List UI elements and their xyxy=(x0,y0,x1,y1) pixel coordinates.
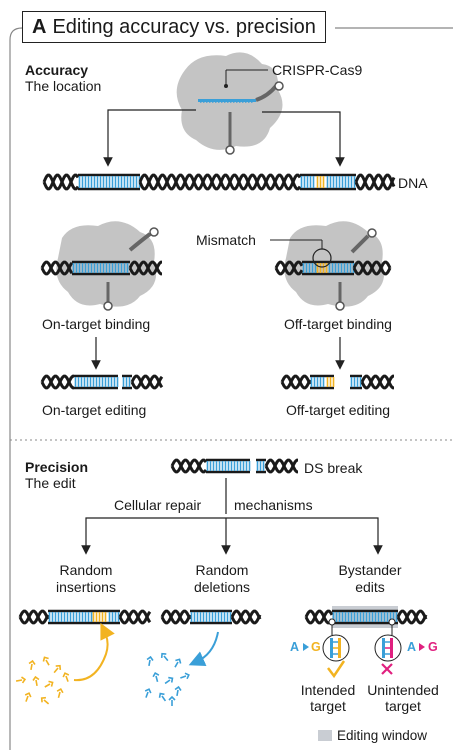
cas9-protein-top xyxy=(176,52,284,155)
repair-tree xyxy=(85,517,379,530)
base-right-from: A xyxy=(407,640,417,654)
outcome-bystander-line1: Bystander xyxy=(338,562,402,578)
accuracy-heading: Accuracy xyxy=(25,62,89,78)
enzyme-label: CRISPR-Cas9 xyxy=(272,62,363,78)
outcome-insertions-line1: Random xyxy=(59,562,113,578)
unintended-target-marker xyxy=(374,618,402,662)
precision-subheading: The edit xyxy=(25,475,76,491)
intended-label-line2: target xyxy=(310,698,346,714)
intended-label-line1: Intended xyxy=(300,682,356,698)
off-target-binding-label: Off-target binding xyxy=(284,316,392,332)
arrow-to-on-target xyxy=(103,109,196,167)
ds-break-label: DS break xyxy=(304,460,363,476)
arrow-icon xyxy=(303,643,309,651)
deleted-nucleotides xyxy=(144,652,190,706)
deletion-arrow xyxy=(188,631,219,667)
legend-label: Editing window xyxy=(337,728,428,743)
arrow-icon xyxy=(419,643,425,651)
arrow-to-off-target xyxy=(262,111,345,167)
base-left-from: A xyxy=(290,640,300,654)
check-icon xyxy=(327,660,346,679)
dna-label: DNA xyxy=(398,175,428,191)
repair-label-left: Cellular repair xyxy=(114,497,202,513)
accuracy-subheading: The location xyxy=(25,78,102,94)
panel-frame xyxy=(9,27,453,750)
insertion-arrow xyxy=(73,622,115,682)
outcome-deletions-line1: Random xyxy=(195,562,249,578)
off-target-complex xyxy=(284,221,385,311)
panel-letter: A xyxy=(32,15,47,38)
unintended-label-line1: Unintended xyxy=(367,682,439,698)
precision-heading: Precision xyxy=(25,459,89,475)
repair-label-right: mechanisms xyxy=(234,497,313,513)
off-target-editing-label: Off-target editing xyxy=(286,402,391,418)
mismatch-label: Mismatch xyxy=(196,232,256,248)
base-right-to: G xyxy=(428,640,438,654)
on-target-binding-label: On-target binding xyxy=(42,316,151,332)
on-target-editing-label: On-target editing xyxy=(42,402,147,418)
panel-title-text: Editing accuracy vs. precision xyxy=(52,15,316,38)
cross-icon xyxy=(381,663,393,675)
unintended-label-line2: target xyxy=(385,698,421,714)
outcome-insertions-line2: insertions xyxy=(56,579,116,595)
outcome-deletions-line2: deletions xyxy=(193,579,251,595)
inserted-nucleotides xyxy=(15,656,70,705)
intended-target-marker xyxy=(322,618,350,662)
editing-window-swatch xyxy=(318,730,332,741)
panel-title: A Editing accuracy vs. precision xyxy=(22,11,326,43)
base-left-to: G xyxy=(311,640,321,654)
outcome-bystander-line2: edits xyxy=(355,579,385,595)
dna-long-strand xyxy=(42,173,396,191)
